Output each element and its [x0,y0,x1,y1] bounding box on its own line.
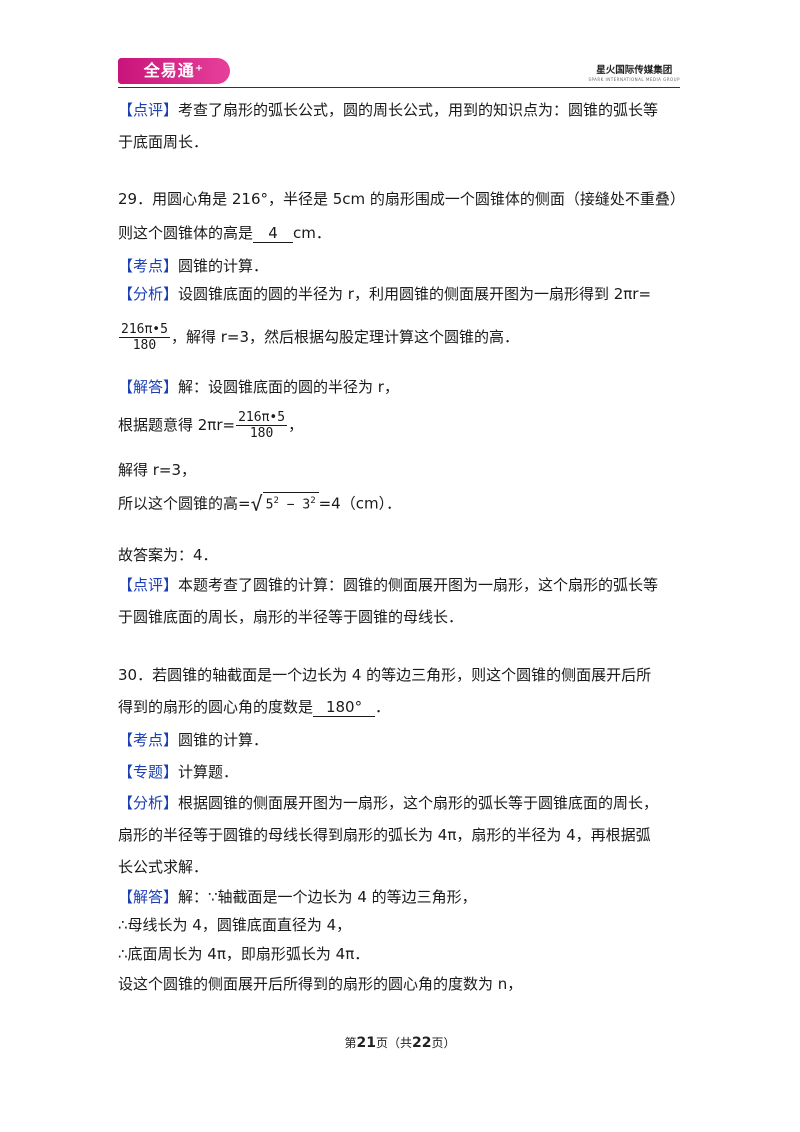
operator: − [278,497,303,513]
text: ，解得 r=3，然后根据勾股定理计算这个圆锥的高． [170,328,520,346]
text: 本题考查了圆锥的计算：圆锥的侧面展开图为一扇形，这个扇形的弧长等 [178,576,659,594]
answer-line: 故答案为：4． [118,546,218,564]
text-line: 于底面周长． [118,133,209,151]
kaodian-line: 【考点】圆锥的计算． [118,729,268,751]
text: 得到的扇形的圆心角的度数是 [118,698,314,716]
brand-title: 星火国际传媒集团 [596,65,673,76]
section-tag: 【专题】 [118,763,179,781]
text: 圆锥的计算． [178,257,269,275]
fraction-denominator: 180 [249,426,274,441]
header-rule [118,87,680,88]
section-tag: 【考点】 [118,731,179,749]
brand-subtitle: SPARK INTERNATIONAL MEDIA GROUP [588,77,680,82]
jieda-line: 【解答】解：∵轴截面是一个边长为 4 的等边三角形， [118,886,477,908]
text: 设圆锥底面的圆的半径为 r，利用圆锥的侧面展开图为一扇形得到 2πr= [178,285,652,303]
fenxi-line: 【分析】设圆锥底面的圆的半径为 r，利用圆锥的侧面展开图为一扇形得到 2πr= [118,283,651,305]
fraction-denominator: 180 [132,338,157,353]
answer-blank: 180° [313,698,376,717]
section-tag: 【考点】 [118,257,179,275]
jieda-line: 【解答】解：设圆锥底面的圆的半径为 r， [118,376,399,398]
answer-blank: 4 [253,224,294,243]
text: ， [288,416,304,434]
text: 考查了扇形的弧长公式，圆的周长公式，用到的知识点为：圆锥的弧长等 [178,101,659,119]
text-line: 于圆锥底面的周长，扇形的半径等于圆锥的母线长． [118,608,464,626]
text: 解：设圆锥底面的圆的半径为 r， [178,378,399,396]
text: cm． [293,224,331,242]
section-tag: 【分析】 [118,285,179,303]
step-line: ∴底面周长为 4π，即扇形弧长为 4π． [118,945,370,963]
fraction-numerator: 216π•5 [236,410,288,426]
base: 3 [302,497,311,513]
text: 圆锥的计算． [178,731,269,749]
text: 页（共 [375,1036,412,1050]
exponent: 2 [273,496,279,506]
text: 解：∵轴截面是一个边长为 4 的等边三角形， [178,888,477,906]
page-total: 22 [412,1035,432,1051]
section-tag: 【点评】 [118,576,179,594]
zhuanti-line: 【专题】计算题． [118,761,238,783]
radicand: 52 − 32 [262,492,319,513]
text: 则这个圆锥体的高是 [118,224,254,242]
height-line: 所以这个圆锥的高=√52 − 32=4（cm）． [118,492,401,516]
page-footer: 第21页（共22页） [0,1034,800,1051]
kaodian-line: 【考点】圆锥的计算． [118,255,268,277]
fenxi-line: 【分析】根据圆锥的侧面展开图为一扇形，这个扇形的弧长等于圆锥底面的周长， [118,792,658,814]
text-line: 解得 r=3， [118,461,197,479]
question-30: 30．若圆锥的轴截面是一个边长为 4 的等边三角形，则这个圆锥的侧面展开后所 [118,666,652,684]
text-line: 长公式求解． [118,858,209,876]
radical-sign-icon: √ [250,491,263,516]
exponent: 2 [310,496,316,506]
text: ． [375,698,391,716]
text: 计算题． [178,763,239,781]
fraction-numerator: 216π•5 [119,322,170,338]
brand-name: 星火国际传媒集团 SPARK INTERNATIONAL MEDIA GROUP [588,62,680,82]
text: 根据圆锥的侧面展开图为一扇形，这个扇形的弧长等于圆锥底面的周长， [178,794,659,812]
page-header: 全易通⁺ 星火国际传媒集团 SPARK INTERNATIONAL MEDIA … [118,56,680,88]
text-line: 扇形的半径等于圆锥的母线长得到扇形的弧长为 4π，扇形的半径为 4，再根据弧 [118,826,651,844]
logo: 全易通⁺ [118,58,230,84]
question-29: 29．用圆心角是 216°，半径是 5cm 的扇形围成一个圆锥体的侧面（接缝处不… [118,190,685,208]
page-number: 21 [356,1035,376,1051]
square-root: √52 − 32 [251,492,319,516]
base: 5 [265,497,274,513]
text: 页） [431,1036,456,1050]
comment-line: 【点评】本题考查了圆锥的计算：圆锥的侧面展开图为一扇形，这个扇形的弧长等 [118,574,658,596]
section-tag: 【解答】 [118,888,179,906]
text: =4（cm）． [318,494,402,513]
text: 根据题意得 2πr= [118,416,236,434]
section-tag: 【点评】 [118,101,179,119]
comment-line: 【点评】考查了扇形的弧长公式，圆的周长公式，用到的知识点为：圆锥的弧长等 [118,99,658,121]
step-line: 设这个圆锥的侧面展开后所得到的扇形的圆心角的度数为 n， [118,975,523,993]
section-tag: 【解答】 [118,378,179,396]
text: 所以这个圆锥的高= [118,494,251,513]
text: 第 [344,1036,357,1050]
section-tag: 【分析】 [118,794,179,812]
step-line: ∴母线长为 4，圆锥底面直径为 4， [118,916,352,934]
